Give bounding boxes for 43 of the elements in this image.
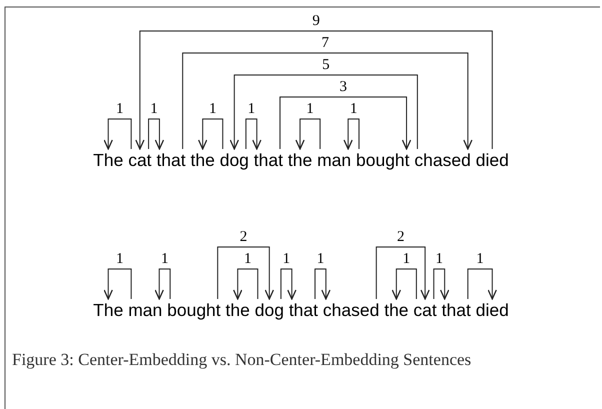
word: that (254, 150, 283, 170)
dependency-arrow (467, 268, 497, 300)
dependency-arrow (376, 246, 430, 300)
word: The (93, 150, 124, 170)
word: died (476, 300, 509, 320)
word: man (317, 150, 352, 170)
word: dog (254, 300, 284, 320)
word: the (226, 300, 250, 320)
dependency-arrow (245, 118, 262, 150)
dependency-arrow (217, 246, 274, 300)
dependency-arrow (198, 118, 224, 150)
word: chased (322, 300, 380, 320)
word: that (442, 300, 471, 320)
word: cat (413, 300, 437, 320)
dependency-arrow (182, 52, 473, 150)
word: bought (356, 150, 410, 170)
dependency-arrow (295, 118, 321, 150)
figure-caption: Figure 3: Center-Embedding vs. Non-Center-Embedding Sentences (12, 349, 472, 371)
word: chased (414, 150, 471, 170)
word: the (190, 150, 215, 170)
dependency-arrow (104, 268, 132, 300)
dependency-arrow (230, 74, 418, 150)
dependency-arrow (280, 96, 412, 150)
word: man (128, 300, 162, 320)
dependency-arrow (135, 30, 493, 150)
dependency-arrow (154, 268, 171, 300)
word: the (384, 300, 409, 320)
word: The (93, 300, 124, 320)
word: the (288, 150, 312, 170)
dependency-arrow (104, 118, 132, 150)
word: cat (128, 150, 152, 170)
word: died (476, 150, 509, 170)
dependency-arrow (314, 268, 331, 300)
dependency-arrow (280, 268, 296, 300)
dependency-arrow (343, 118, 360, 150)
word: bought (167, 300, 221, 320)
dependency-arrow (148, 118, 164, 150)
dependency-arrow (392, 268, 417, 300)
word: dog (220, 150, 249, 170)
word: that (156, 150, 186, 170)
word: that (288, 300, 318, 320)
dependency-arrow (433, 268, 450, 300)
dependency-arrow (233, 268, 258, 300)
